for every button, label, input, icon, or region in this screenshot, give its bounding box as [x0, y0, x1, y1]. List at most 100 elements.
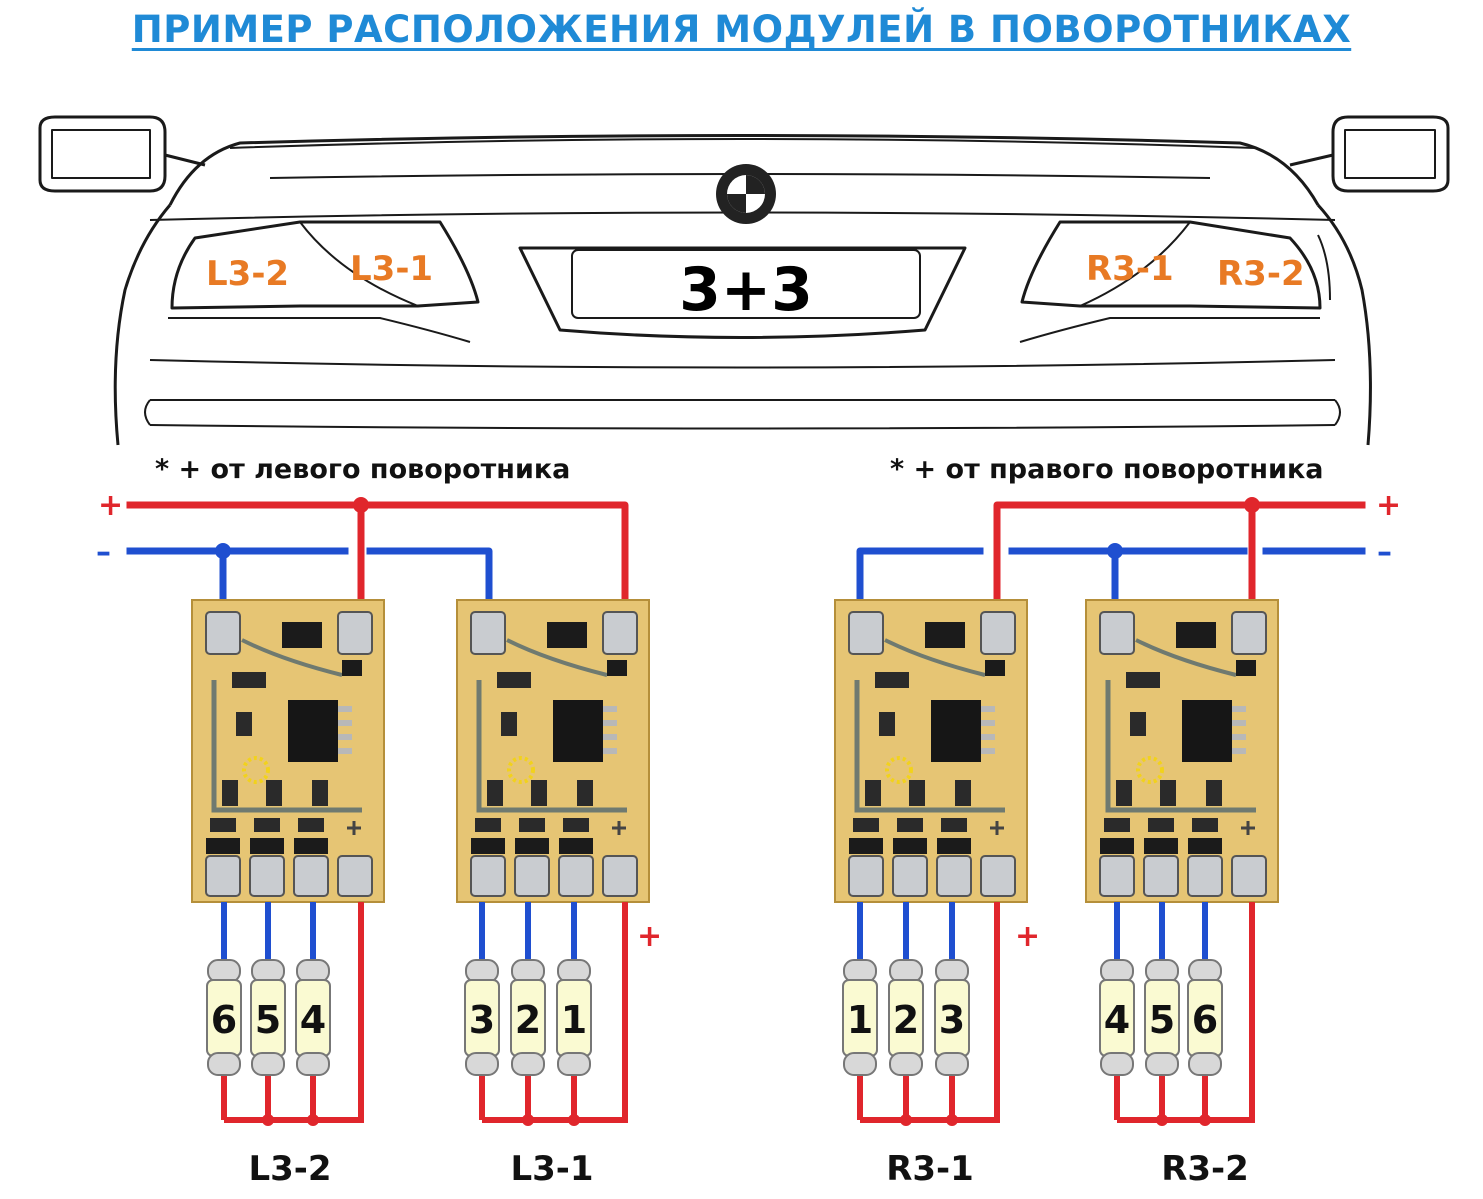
ic-chip [1182, 700, 1232, 762]
pad [514, 855, 550, 897]
resistor [497, 672, 531, 688]
ic-pin [603, 734, 617, 740]
module-label-r3-2: R3-2 [1161, 1149, 1249, 1189]
pad [205, 855, 241, 897]
lamp-cap [1188, 1052, 1222, 1076]
ic-pin [981, 706, 995, 712]
junction [568, 1114, 580, 1126]
transistor [559, 838, 593, 854]
pad [205, 611, 241, 655]
pad [602, 611, 638, 655]
plus-sign-module-l3-1: + [637, 919, 662, 954]
pad [337, 611, 373, 655]
junction [1199, 1114, 1211, 1126]
resistor [298, 818, 324, 832]
via [885, 756, 913, 784]
resistor [312, 780, 328, 806]
lamp-number: 4 [300, 998, 326, 1042]
pad [1099, 611, 1135, 655]
resistor [222, 780, 238, 806]
resistor [210, 818, 236, 832]
pad [1231, 611, 1267, 655]
bus-junctions [215, 497, 1260, 559]
pad [558, 855, 594, 897]
resistor [941, 818, 967, 832]
plus-sign-right: + [1376, 488, 1401, 523]
transistor [937, 838, 971, 854]
note-left: * + от левого поворотника [155, 454, 570, 485]
lamp-cap [511, 959, 545, 983]
lamp-cap [1145, 1052, 1179, 1076]
return-wire [1117, 902, 1255, 1123]
junction [946, 1114, 958, 1126]
minus-sign-left: – [96, 535, 111, 570]
festoon-lamp-icon: 6 [1187, 959, 1223, 1076]
ic-pin [603, 720, 617, 726]
lamp-cap [889, 1052, 923, 1076]
pad [892, 855, 928, 897]
transistor [1100, 838, 1134, 854]
pad [470, 611, 506, 655]
page-title: ПРИМЕР РАСПОЛОЖЕНИЯ МОДУЛЕЙ В ПОВОРОТНИК… [131, 8, 1352, 51]
plus-mark [347, 821, 361, 835]
lamp-cap [843, 1052, 877, 1076]
transistor [925, 622, 965, 648]
ic-pin [981, 734, 995, 740]
festoon-lamp-icon: 6 [206, 959, 242, 1076]
via [507, 756, 535, 784]
resistor [1160, 780, 1176, 806]
lamp-cap [251, 959, 285, 983]
junction [900, 1114, 912, 1126]
lamp-cap [935, 959, 969, 983]
diode [607, 660, 627, 676]
lamp-cap [251, 1052, 285, 1076]
junction [307, 1114, 319, 1126]
festoon-lamp-icon: 3 [934, 959, 970, 1076]
resistor [1104, 818, 1130, 832]
module-label-l3-1: L3-1 [510, 1149, 593, 1189]
pcb-trace [506, 638, 608, 677]
pad [602, 855, 638, 897]
pcb-trace [1105, 680, 1256, 813]
festoon-lamp-icon: 2 [510, 959, 546, 1076]
lamp-cap [889, 959, 923, 983]
note-right: * + от правого поворотника [890, 454, 1324, 485]
lamp-cap [557, 1052, 591, 1076]
module-label-r3-1: R3-1 [886, 1149, 974, 1189]
lamp-cap [296, 959, 330, 983]
wires [126, 501, 1366, 619]
transistor [1188, 838, 1222, 854]
module-label-l3-2: L3-2 [248, 1149, 331, 1189]
resistor [475, 818, 501, 832]
pcb-trace [211, 680, 362, 813]
lamp-number: 5 [255, 998, 281, 1042]
resistor [563, 818, 589, 832]
lamp-cap [207, 959, 241, 983]
plate-text: 3+3 [679, 255, 813, 325]
resistor [531, 780, 547, 806]
resistor [501, 712, 517, 736]
festoon-lamp-icon: 1 [556, 959, 592, 1076]
return-wire [224, 902, 364, 1123]
pad [1231, 855, 1267, 897]
lamp-cap [843, 959, 877, 983]
pad [249, 855, 285, 897]
pad [980, 611, 1016, 655]
transistor [1144, 838, 1178, 854]
festoon-lamp-icon: 5 [1144, 959, 1180, 1076]
return-wire [482, 902, 628, 1123]
transistor [294, 838, 328, 854]
return-wire [860, 902, 1000, 1123]
pad [980, 855, 1016, 897]
lamp-number: 1 [847, 998, 873, 1042]
pad [1187, 855, 1223, 897]
lamp-number: 6 [1192, 998, 1218, 1042]
lamp-cap [557, 959, 591, 983]
lamp-cap [1100, 959, 1134, 983]
ic-pin [1232, 706, 1246, 712]
pad [848, 855, 884, 897]
resistor [1126, 672, 1160, 688]
pad [1099, 855, 1135, 897]
festoon-lamp-icon: 5 [250, 959, 286, 1076]
